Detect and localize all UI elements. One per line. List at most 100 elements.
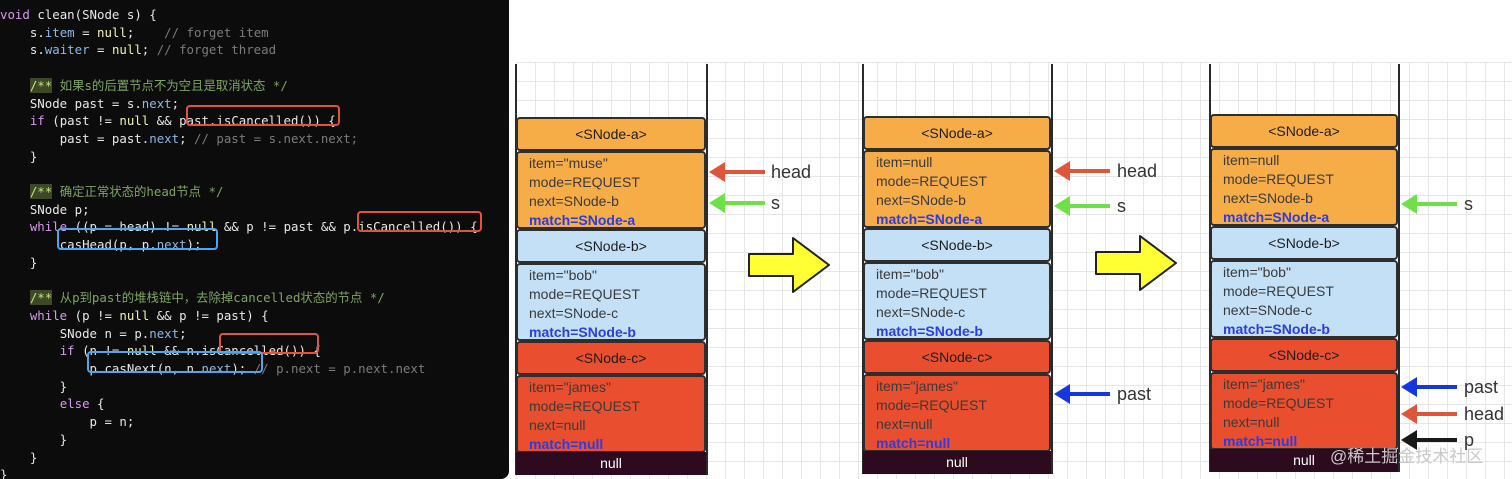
code-line: s.waiter = null; // forget thread — [29, 42, 277, 58]
snode-field: mode=REQUEST — [876, 173, 987, 189]
stack-null-terminator: null — [1210, 449, 1398, 472]
pointer-arrow-s — [1054, 196, 1110, 216]
snode-field: mode=REQUEST — [1223, 171, 1334, 187]
watermark: @稀土掘金技术社区 — [1330, 447, 1484, 466]
stack-right-wall — [1051, 64, 1053, 474]
pointer-arrow-past — [1401, 377, 1457, 397]
snode-fields: item="muse" mode=REQUEST next=SNode-b match… — [516, 151, 706, 229]
code-line: /** 确定正常状态的head节点 */ — [29, 184, 224, 199]
snode-c: <SNode-c> item="james" mode=REQUEST next=nu… — [516, 341, 706, 453]
snode-c: <SNode-c> item="james" mode=REQUEST next=nu… — [863, 340, 1051, 452]
snode-title: <SNode-a> — [516, 117, 706, 151]
code-line: p = n; — [89, 414, 135, 430]
snode-field: item="bob" — [529, 267, 597, 283]
snode-match-field: match=null — [529, 436, 604, 452]
code-line: SNode n = p.next; — [59, 325, 187, 341]
snode-field: next=SNode-b — [876, 192, 966, 208]
snode-title: <SNode-c> — [516, 341, 706, 375]
snode-match-field: match=SNode-b — [529, 324, 636, 340]
snode-match-field: match=SNode-b — [1223, 321, 1330, 337]
transition-arrow-2 — [1095, 235, 1177, 291]
pointer-label-s: s — [1117, 196, 1126, 216]
snode-field: mode=REQUEST — [876, 285, 987, 301]
snode-field: item=null — [876, 154, 933, 170]
snode-field: item="james" — [876, 378, 958, 394]
snode-title: <SNode-b> — [516, 229, 706, 263]
snode-field: mode=REQUEST — [529, 174, 640, 190]
pointer-label-past: past — [1464, 377, 1499, 397]
snode-field: item="james" — [1223, 376, 1305, 392]
snode-match-field: match=null — [1223, 433, 1298, 449]
snode-field: mode=REQUEST — [529, 398, 640, 414]
pointer-label-head: head — [1464, 404, 1505, 424]
snode-title: <SNode-a> — [1210, 114, 1398, 148]
code-line: /** 从p到past的堆栈链中，去除掉cancelled状态的节点 */ — [29, 290, 385, 306]
snode-field: next=SNode-b — [1223, 190, 1313, 206]
code-panel: void clean(SNode s) { s.item = null; // … — [0, 0, 509, 479]
snode-field: next=SNode-c — [529, 305, 619, 321]
code-line: } — [0, 378, 68, 394]
snode-match-field: match=SNode-a — [1223, 209, 1330, 225]
snode-title: <SNode-c> — [1210, 338, 1398, 372]
snode-field: item="james" — [529, 379, 611, 395]
pointer-label-head: head — [771, 162, 812, 182]
code-line: SNode p; — [29, 201, 90, 217]
code-line: SNode past = s.next; — [29, 95, 180, 111]
pointer-label-s: s — [771, 193, 780, 213]
snode-match-field: match=SNode-a — [876, 211, 983, 227]
snode-title: <SNode-b> — [1210, 226, 1398, 260]
snode-title: <SNode-c> — [863, 340, 1051, 374]
pointer-arrow-p — [1401, 430, 1457, 450]
code-line: } — [0, 431, 68, 447]
snode-fields: item=null mode=REQUEST next=SNode-b match=S… — [1210, 148, 1398, 226]
highlight-casnext — [87, 351, 263, 373]
snode-field: next=null — [529, 417, 586, 433]
snode-field: item="bob" — [1223, 264, 1291, 280]
stack-null-terminator: null — [516, 452, 706, 475]
highlight-cashead — [57, 228, 218, 250]
stack-right-wall — [706, 64, 708, 475]
snode-a: <SNode-a> item="muse" mode=REQUEST next=SNo… — [516, 117, 706, 229]
pointer-arrow-head — [1054, 161, 1110, 181]
pointer-arrow-head — [1401, 404, 1457, 424]
snode-field: item="muse" — [529, 155, 608, 171]
code-line: else { — [59, 396, 105, 412]
pointer-label-p: p — [1464, 430, 1475, 450]
code-line: while (p != null && p != past) { — [29, 307, 269, 323]
code-line: void clean(SNode s) { — [0, 7, 157, 22]
snode-title: <SNode-b> — [863, 228, 1051, 262]
snode-match-field: match=SNode-a — [529, 212, 636, 228]
snode-fields: item="james" mode=REQUEST next=null match=n… — [863, 374, 1051, 452]
code-line: } — [0, 449, 38, 465]
snode-field: item="bob" — [876, 266, 944, 282]
stack-null-terminator: null — [863, 451, 1051, 474]
snode-fields: item=null mode=REQUEST next=SNode-b match=S… — [863, 150, 1051, 228]
code-line: /** 如果s的后置节点不为空且是取消状态 */ — [29, 77, 288, 93]
snode-fields: item="james" mode=REQUEST next=null match=n… — [516, 375, 706, 453]
stack-right-wall — [1398, 64, 1400, 472]
pointer-label-s: s — [1464, 194, 1473, 214]
snode-field: mode=REQUEST — [876, 397, 987, 413]
pointer-arrow-s — [709, 193, 765, 213]
snode-field: next=null — [1223, 414, 1280, 430]
snode-field: item=null — [1223, 152, 1280, 168]
code-line: } — [0, 254, 38, 270]
highlight-past-iscancelled — [186, 105, 340, 126]
code-line: } — [0, 148, 38, 164]
code-line: past = past.next; // past = s.next.next; — [59, 130, 359, 146]
pointer-arrow-head — [709, 162, 765, 182]
snode-match-field: match=null — [876, 435, 951, 451]
snode-a: <SNode-a> item=null mode=REQUEST next=SNode… — [1210, 114, 1398, 226]
transition-arrow-1 — [748, 237, 830, 293]
snode-field: next=SNode-c — [876, 304, 966, 320]
snode-field: next=null — [876, 416, 933, 432]
snode-field: next=SNode-b — [529, 193, 619, 209]
pointer-arrow-past — [1054, 384, 1110, 404]
highlight-n-iscancelled — [219, 333, 319, 354]
pointer-label-past: past — [1117, 384, 1152, 404]
